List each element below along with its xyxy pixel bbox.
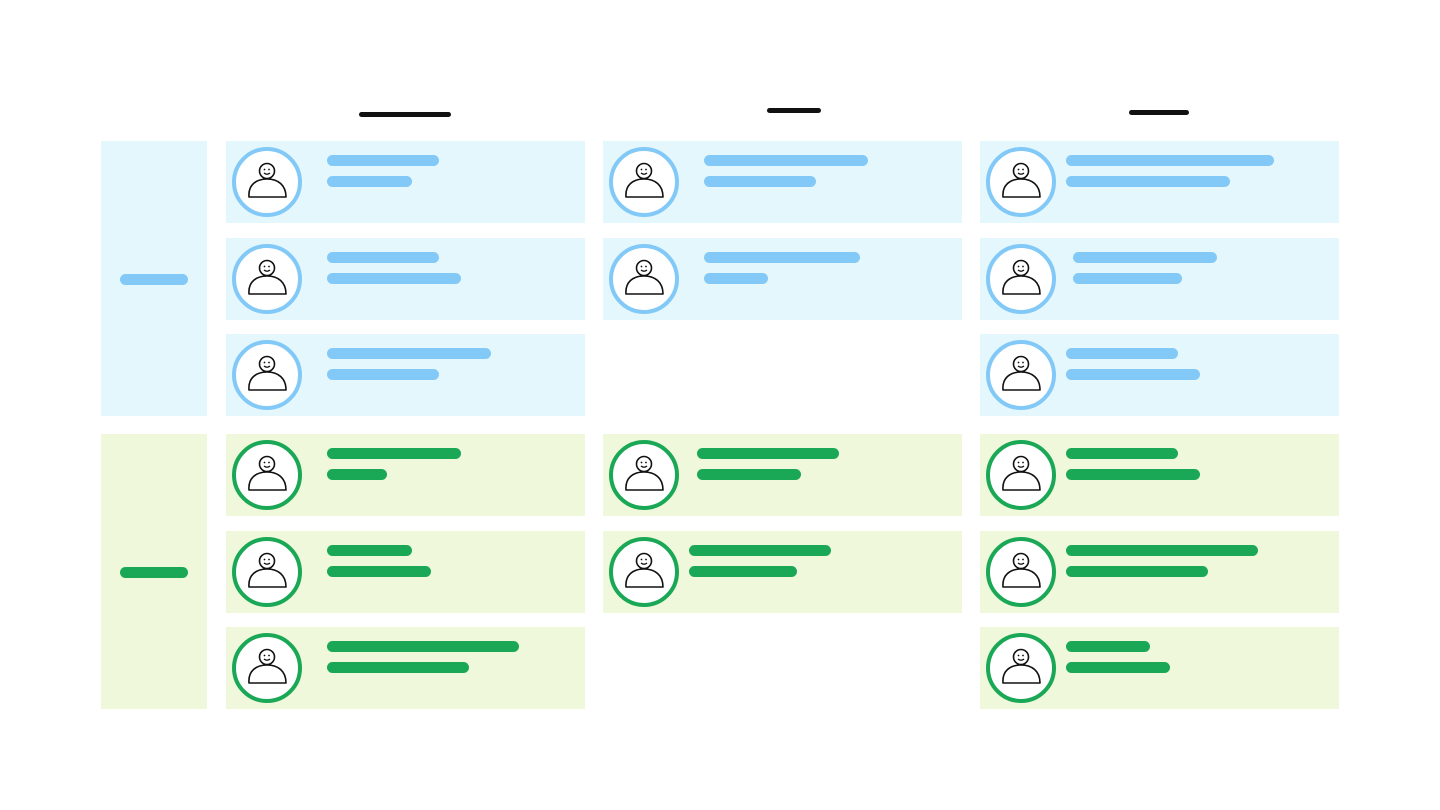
profile-card[interactable] — [980, 434, 1339, 516]
card-title — [327, 155, 439, 166]
card-subtitle — [1066, 566, 1208, 577]
avatar — [232, 633, 302, 703]
profile-card[interactable] — [980, 334, 1339, 416]
card-title — [1066, 155, 1274, 166]
profile-card[interactable] — [603, 141, 962, 223]
card-title — [689, 545, 831, 556]
avatar — [986, 537, 1056, 607]
avatar — [986, 147, 1056, 217]
card-title — [704, 155, 868, 166]
card-subtitle — [327, 176, 412, 187]
avatar — [986, 440, 1056, 510]
profile-card[interactable] — [226, 531, 585, 613]
card-subtitle — [704, 273, 768, 284]
column-header-3 — [1129, 110, 1189, 115]
card-title — [327, 545, 412, 556]
avatar — [232, 440, 302, 510]
avatar — [986, 244, 1056, 314]
card-subtitle — [327, 273, 461, 284]
profile-card[interactable] — [980, 238, 1339, 320]
profile-card[interactable] — [226, 141, 585, 223]
card-subtitle — [327, 566, 431, 577]
avatar — [609, 147, 679, 217]
card-title — [1073, 252, 1217, 263]
card-subtitle — [704, 176, 816, 187]
card-title — [1066, 545, 1258, 556]
group-label-panel-green — [101, 434, 207, 709]
card-subtitle — [1066, 469, 1200, 480]
card-title — [327, 641, 519, 652]
group-label-panel-blue — [101, 141, 207, 416]
avatar — [986, 340, 1056, 410]
card-subtitle — [1066, 662, 1170, 673]
card-subtitle — [689, 566, 797, 577]
profile-card[interactable] — [226, 434, 585, 516]
avatar — [986, 633, 1056, 703]
card-title — [704, 252, 860, 263]
card-subtitle — [327, 369, 439, 380]
avatar — [232, 340, 302, 410]
profile-card[interactable] — [980, 141, 1339, 223]
card-title — [1066, 641, 1150, 652]
card-subtitle — [327, 662, 469, 673]
profile-card[interactable] — [603, 238, 962, 320]
column-header-2 — [767, 108, 821, 113]
card-title — [1066, 448, 1178, 459]
card-subtitle — [697, 469, 801, 480]
card-subtitle — [1073, 273, 1182, 284]
card-title — [1066, 348, 1178, 359]
group-label-blue — [120, 273, 188, 285]
card-title — [697, 448, 839, 459]
profile-card[interactable] — [603, 531, 962, 613]
profile-card[interactable] — [226, 334, 585, 416]
avatar — [609, 440, 679, 510]
avatar — [609, 537, 679, 607]
card-subtitle — [1066, 176, 1230, 187]
column-header-1 — [359, 112, 451, 117]
avatar — [232, 244, 302, 314]
card-subtitle — [1066, 369, 1200, 380]
card-subtitle — [327, 469, 387, 480]
group-label-green — [120, 566, 188, 578]
avatar — [232, 537, 302, 607]
avatar — [232, 147, 302, 217]
card-title — [327, 348, 491, 359]
profile-card[interactable] — [226, 238, 585, 320]
profile-card[interactable] — [603, 434, 962, 516]
card-title — [327, 252, 439, 263]
profile-card[interactable] — [226, 627, 585, 709]
profile-card[interactable] — [980, 531, 1339, 613]
card-title — [327, 448, 461, 459]
avatar — [609, 244, 679, 314]
profile-card[interactable] — [980, 627, 1339, 709]
